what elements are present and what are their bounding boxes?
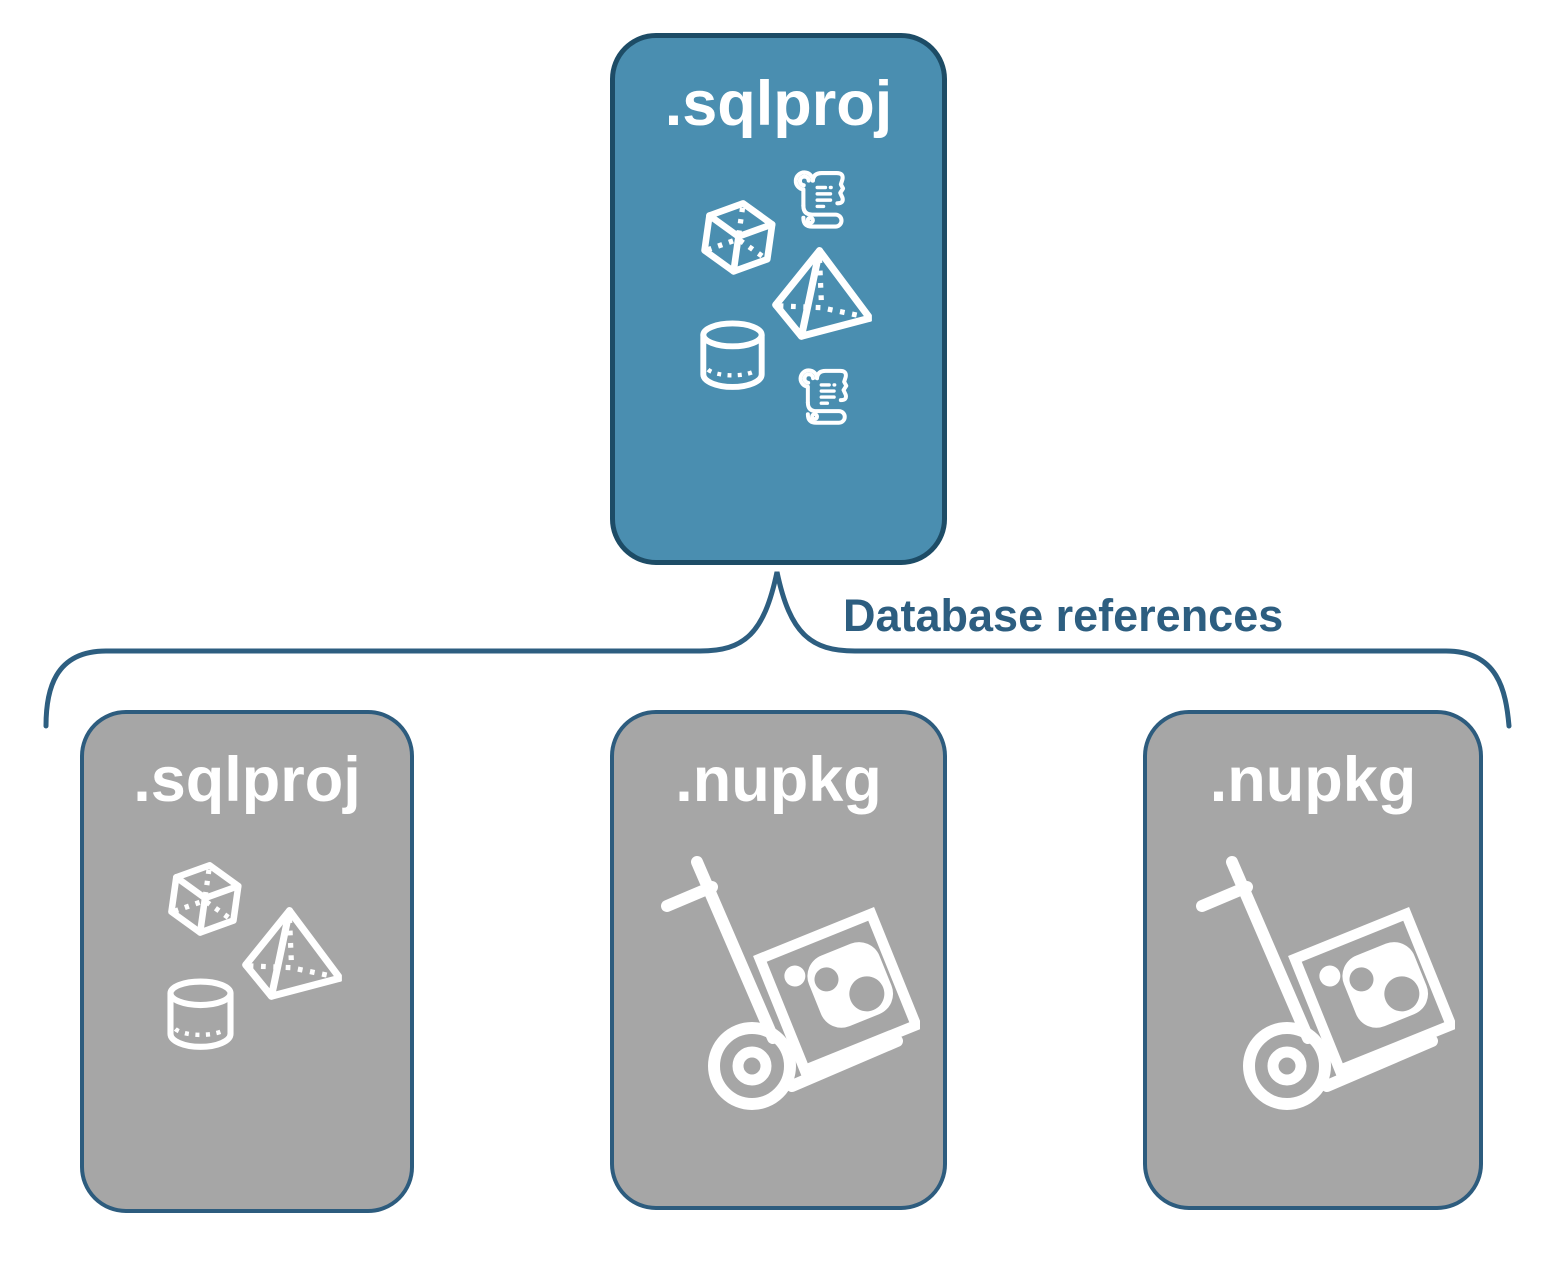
- child-node-label: .nupkg: [1209, 745, 1417, 815]
- cylinder-icon: [697, 315, 768, 399]
- handtruck-package-icon: [1175, 848, 1455, 1148]
- scroll-icon: [792, 366, 853, 427]
- child-node-label: .sqlproj: [133, 745, 361, 815]
- pyramid-icon: [236, 905, 343, 1000]
- cylinder-icon: [164, 975, 237, 1057]
- handtruck-package-icon: [640, 848, 920, 1148]
- pyramid-icon: [767, 245, 872, 340]
- cube-icon: [161, 858, 248, 945]
- scroll-icon: [787, 168, 850, 231]
- connector-label: Database references: [843, 590, 1284, 641]
- node-root-sqlproj: .sqlproj: [610, 33, 947, 565]
- child-node-label: .nupkg: [675, 745, 882, 815]
- root-node-label: .sqlproj: [664, 69, 893, 139]
